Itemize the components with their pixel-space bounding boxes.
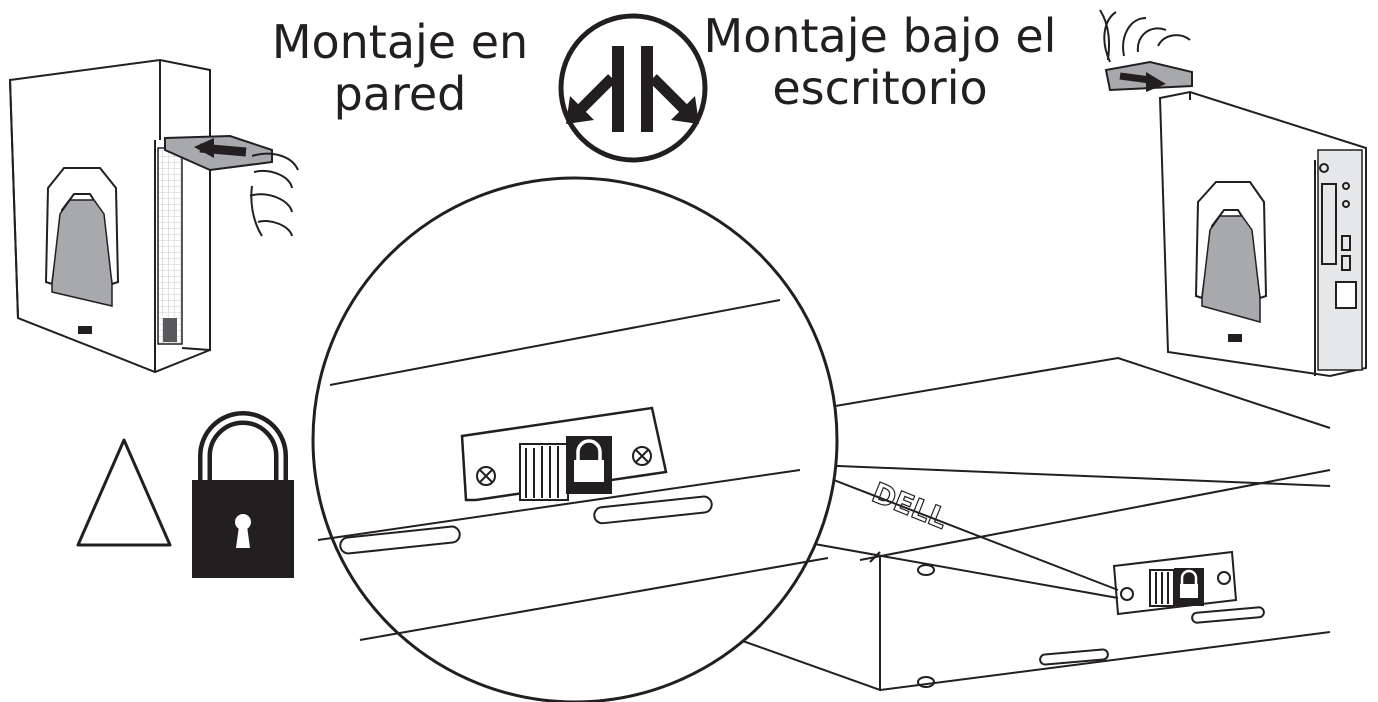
under-desk-mount-label: Montaje bajo el escritorio <box>700 10 1060 114</box>
magnified-latch-callout <box>311 176 839 702</box>
dell-logo: DELL <box>867 476 952 536</box>
wall-mount-label-line-2: pared <box>333 67 467 121</box>
under-desk-label-line-2: escritorio <box>772 61 988 115</box>
wall-mount-computer <box>8 58 299 374</box>
under-desk-computer <box>1099 9 1367 378</box>
under-desk-label-line-1: Montaje bajo el <box>703 9 1057 63</box>
mount-direction-icon <box>558 13 708 163</box>
mount-base <box>739 356 1331 692</box>
padlock-icon <box>192 411 294 578</box>
callout-lines <box>791 469 1119 599</box>
wall-mount-label: Montaje en pared <box>255 16 545 120</box>
wall-mount-label-line-1: Montaje en <box>271 15 529 69</box>
warning-triangle-icon <box>76 438 172 547</box>
